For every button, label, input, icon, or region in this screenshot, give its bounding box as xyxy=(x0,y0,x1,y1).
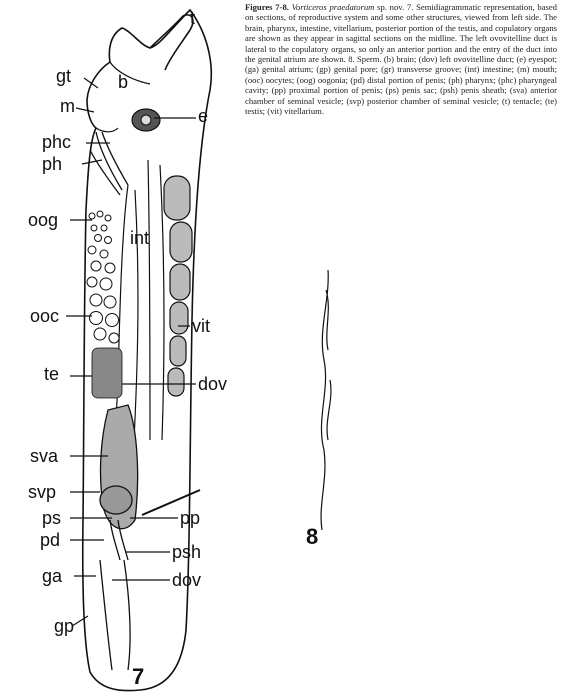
caption-title: Figures 7-8. xyxy=(245,2,289,12)
label-b: b xyxy=(118,72,128,92)
labels: t gt b e m phc ph oog int ooc vit te dov… xyxy=(28,8,318,689)
vitellarium xyxy=(163,175,193,397)
label-sva: sva xyxy=(30,446,59,466)
label-phc: phc xyxy=(42,132,71,152)
label-ga: ga xyxy=(42,566,63,586)
label-ooc: ooc xyxy=(30,306,59,326)
label-gp: gp xyxy=(54,616,74,636)
label-e: e xyxy=(198,106,208,126)
label-psh: psh xyxy=(172,542,201,562)
label-ps: ps xyxy=(42,508,61,528)
label-oog: oog xyxy=(28,210,58,230)
figure-caption: Figures 7-8. Vorticeros praedatorum sp. … xyxy=(245,2,557,116)
label-pp: pp xyxy=(180,508,200,528)
sperm-figure xyxy=(320,269,332,531)
label-dov: dov xyxy=(198,374,227,394)
label-lines xyxy=(66,77,201,627)
worm-body xyxy=(81,8,213,692)
label-vit: vit xyxy=(192,316,210,336)
brain-eyespot xyxy=(131,108,161,132)
label-dov-2: dov xyxy=(172,570,201,590)
pharynx xyxy=(89,131,129,196)
label-pd: pd xyxy=(40,530,60,550)
label-te: te xyxy=(44,364,59,384)
figure-number-7: 7 xyxy=(132,664,144,689)
testis xyxy=(91,347,123,399)
label-ph: ph xyxy=(42,154,62,174)
caption-body: sp. nov. 7. Semidiagrammatic representat… xyxy=(245,2,557,117)
label-int: int xyxy=(130,228,149,248)
figure-number-8: 8 xyxy=(306,524,318,549)
copulatory-organ xyxy=(99,404,139,671)
oogonia-oocytes xyxy=(86,210,120,344)
label-m: m xyxy=(60,96,75,116)
label-svp: svp xyxy=(28,482,56,502)
caption-species: Vorticeros praedatorum xyxy=(291,2,375,12)
label-t: t xyxy=(190,8,195,28)
label-gt: gt xyxy=(56,66,71,86)
